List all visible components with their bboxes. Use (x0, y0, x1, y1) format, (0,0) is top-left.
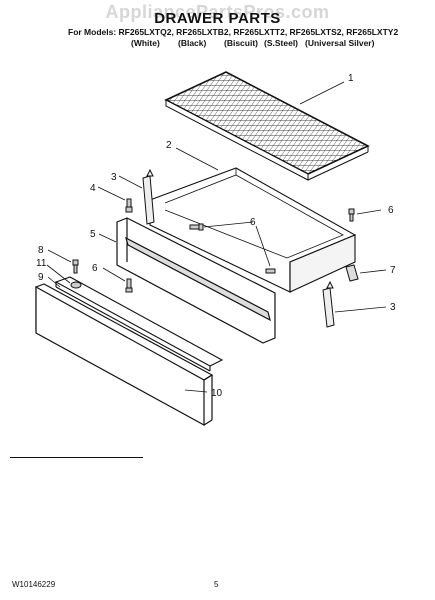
color-steel: (S.Steel) (264, 38, 299, 48)
callout-4: 4 (90, 183, 96, 194)
callout-5: 5 (90, 229, 96, 240)
outer-front-panel (35, 283, 214, 427)
screw-6-right (348, 208, 355, 222)
document-number: W10146229 (12, 580, 56, 589)
footer-rule (10, 457, 143, 458)
screw-6-left (125, 278, 133, 293)
color-biscuit: (Biscuit) (224, 38, 258, 48)
color-white: (White) (131, 38, 160, 48)
callout-11: 11 (36, 258, 47, 269)
oven-rack (164, 71, 370, 181)
color-black: (Black) (178, 38, 207, 48)
callout-6-right: 6 (388, 205, 394, 216)
drawer-slide-upper (142, 168, 155, 225)
callout-8: 8 (38, 245, 44, 256)
screw-6-inner (265, 268, 276, 274)
callout-9: 9 (38, 272, 44, 283)
page-number: 5 (214, 580, 219, 589)
models-line: For Models: RF265LXTQ2, RF265LXTB2, RF26… (68, 27, 398, 37)
callout-2: 2 (166, 140, 172, 151)
watermark: AppliancePartsPros.com (105, 2, 330, 22)
clip-7 (345, 264, 359, 282)
fastener-11 (70, 281, 82, 289)
callout-6-center: 6 (250, 217, 256, 228)
drawer-front-panel (116, 217, 276, 344)
screw-8 (72, 259, 79, 274)
trim-strip (54, 276, 224, 372)
page-title: DRAWER PARTS (154, 10, 281, 27)
models-prefix: For Models: (68, 27, 117, 37)
color-universal-silver: (Universal Silver) (305, 38, 375, 48)
callout-6-left: 6 (92, 263, 98, 274)
callout-3-upper: 3 (111, 172, 117, 183)
screw-6-drawer (189, 223, 204, 231)
callout-10: 10 (211, 388, 223, 399)
callout-7: 7 (390, 265, 396, 276)
callout-1: 1 (348, 73, 354, 84)
models-list: RF265LXTQ2, RF265LXTB2, RF265LXTT2, RF26… (118, 27, 399, 37)
leader-lines (46, 81, 387, 393)
screw-4 (125, 198, 133, 213)
drawer-slide-lower (322, 280, 335, 328)
callout-3-lower: 3 (390, 302, 396, 313)
